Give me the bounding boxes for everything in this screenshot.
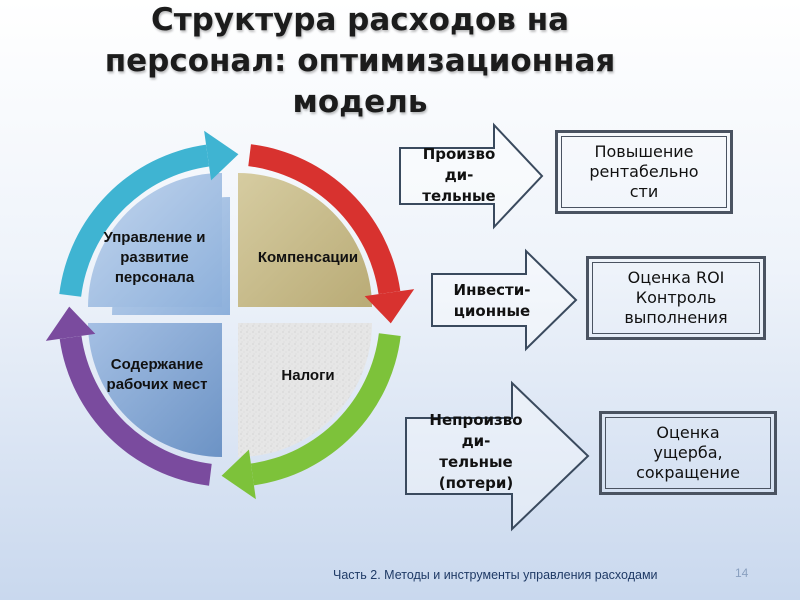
- arc-arrow-top-left-head: [204, 130, 239, 181]
- category-label-line: Инвести-: [453, 281, 531, 299]
- category-arrow-unproductive: [405, 380, 590, 532]
- quadrant-label-line: Содержание: [110, 356, 204, 373]
- category-label-investment: Инвести- ционные: [432, 280, 552, 322]
- title-line: модель: [292, 84, 428, 120]
- arc-arrow-bottom-right-head: [221, 449, 256, 500]
- result-line: рентабельно: [589, 162, 699, 181]
- footer-caption: Часть 2. Методы и инструменты управления…: [333, 568, 658, 582]
- arc-arrow-top-right-head: [364, 289, 415, 324]
- quadrant-label-line: Компенсации: [257, 249, 359, 266]
- quadrant-top-right: [238, 173, 372, 307]
- quadrant-label-line: Управление и: [103, 229, 206, 246]
- quadrant-label-bottom-right: Налоги: [253, 366, 363, 386]
- quadrant-bottom-left: [88, 323, 222, 457]
- category-label-productive: Произво ди- тельные: [400, 144, 518, 207]
- arc-arrow-top-left: [59, 144, 210, 297]
- quadrant-label-line: персонала: [114, 269, 195, 286]
- result-line: ущерба,: [653, 443, 723, 462]
- result-box-productive: Повышение рентабельно сти: [555, 130, 733, 214]
- category-label-line: (потери): [438, 474, 514, 492]
- category-label-line: ди-: [444, 166, 474, 184]
- quadrant-label-top-left: Управление и развитие персонала: [92, 228, 217, 288]
- result-line: Оценка ROI: [627, 268, 725, 287]
- result-line: сокращение: [636, 463, 740, 482]
- category-label-line: Произво: [422, 145, 496, 163]
- title-line: Структура расходов на: [150, 2, 570, 38]
- quadrant-label-top-right: Компенсации: [243, 248, 373, 268]
- quadrant-top-left-fill: [88, 173, 222, 307]
- cycle-diagram: [45, 130, 415, 500]
- result-line: выполнения: [624, 308, 728, 327]
- result-line: сти: [629, 182, 659, 201]
- category-arrow-productive: [399, 122, 544, 230]
- quadrant-label-line: рабочих мест: [106, 376, 208, 393]
- quadrant-bottom-right: [238, 323, 372, 457]
- category-label-line: ционные: [453, 302, 531, 320]
- arc-arrow-bottom-left: [59, 335, 212, 486]
- result-box-investment: Оценка ROI Контроль выполнения: [586, 256, 766, 340]
- title-line: персонал: оптимизационная: [104, 43, 616, 79]
- category-label-unproductive: Непроизво ди- тельные (потери): [404, 410, 548, 494]
- arc-arrow-bottom-left-head: [45, 306, 96, 341]
- result-box-unproductive: Оценка ущерба, сокращение: [599, 411, 777, 495]
- result-line: Повышение: [594, 142, 694, 161]
- quadrant-label-line: развитие: [120, 249, 189, 266]
- arc-arrow-bottom-right: [250, 333, 401, 486]
- category-label-line: тельные: [422, 187, 496, 205]
- quadrant-label-line: Налоги: [281, 367, 335, 384]
- page-number: 14: [735, 566, 749, 580]
- category-arrow-investment: [431, 248, 578, 352]
- category-label-line: Непроизво: [429, 411, 523, 429]
- category-label-line: ди-: [461, 432, 491, 450]
- category-label-line: тельные: [439, 453, 513, 471]
- result-line: Оценка: [656, 423, 720, 442]
- arc-arrow-top-right: [248, 144, 401, 295]
- slide-title: Структура расходов на персонал: оптимиза…: [40, 0, 680, 123]
- quadrant-label-bottom-left: Содержание рабочих мест: [92, 355, 222, 395]
- result-line: Контроль: [635, 288, 717, 307]
